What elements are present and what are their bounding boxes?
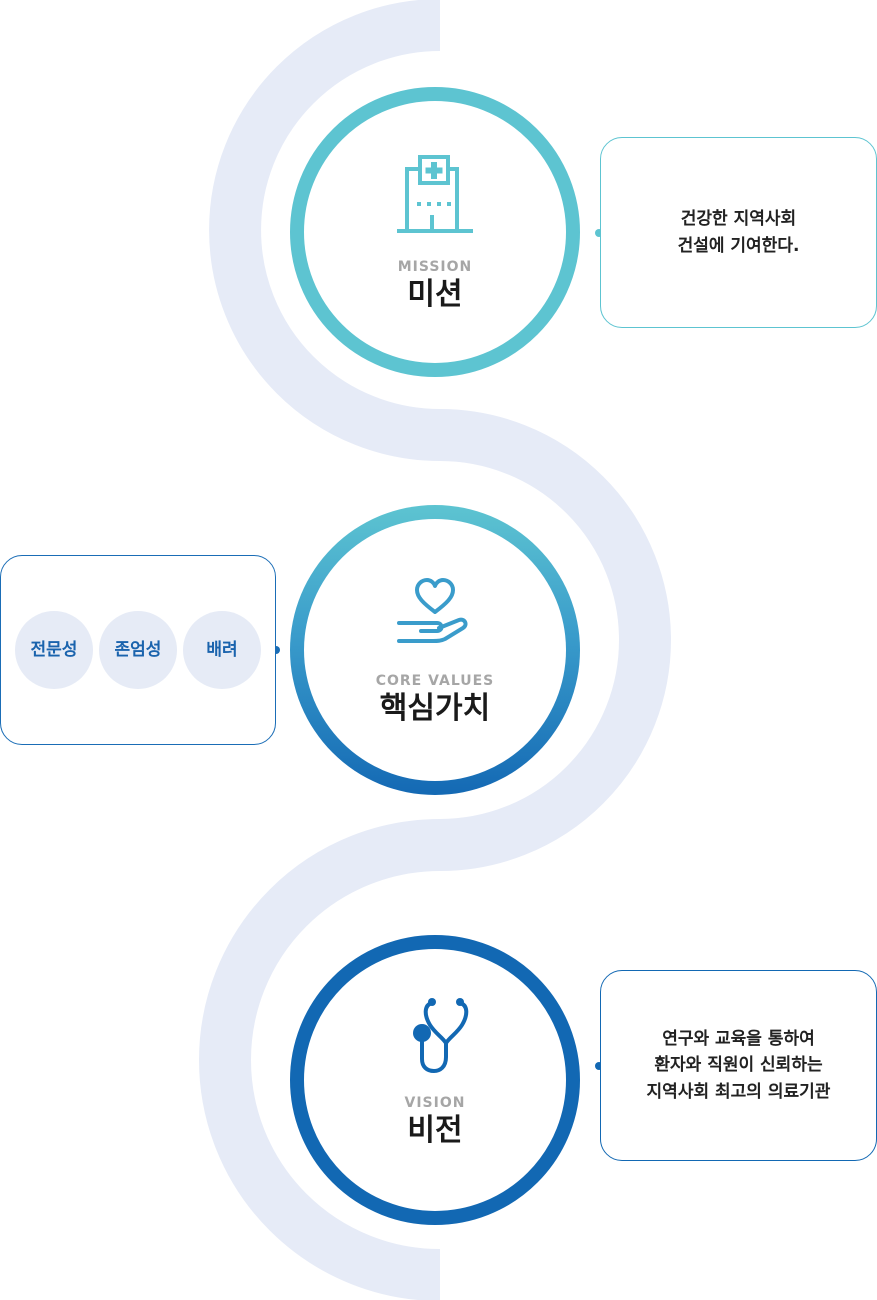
heart-hand-icon [397,578,468,643]
core-connector-dot [272,646,280,654]
vision-circle: VISION 비전 [290,935,580,1225]
value-chip-care: 배려 [183,611,261,689]
value-chip-expertise: 전문성 [15,611,93,689]
vision-statement-line: 환자와 직원이 신뢰하는 [654,1055,823,1076]
core-values-box: 전문성 존엄성 배려 [0,555,276,745]
value-chip-dignity: 존엄성 [99,611,177,689]
vision-statement-box: 연구와 교육을 통하여 환자와 직원이 신뢰하는 지역사회 최고의 의료기관 [600,970,877,1161]
vision-title: 비전 [407,1113,463,1148]
mission-en-label: MISSION [397,259,473,275]
mission-statement-line: 건강한 지역사회 [680,209,797,230]
core-values-circle: CORE VALUES 핵심가치 [290,505,580,795]
core-values-en-label: CORE VALUES [375,673,495,689]
stethoscope-icon [413,998,469,1074]
vision-statement-line: 지역사회 최고의 의료기관 [646,1081,831,1102]
mission-connector-dot [595,229,603,237]
vision-connector-dot [595,1062,603,1070]
vision-en-label: VISION [404,1095,466,1111]
mission-statement-box: 건강한 지역사회 건설에 기여한다. [600,137,877,328]
mission-title: 미션 [407,277,463,312]
hospital-icon [397,155,473,233]
vision-statement-line: 연구와 교육을 통하여 [662,1028,815,1049]
mission-circle: MISSION 미션 [290,87,580,377]
mission-statement-line: 건설에 기여한다. [677,235,800,256]
core-values-title: 핵심가치 [379,691,491,726]
